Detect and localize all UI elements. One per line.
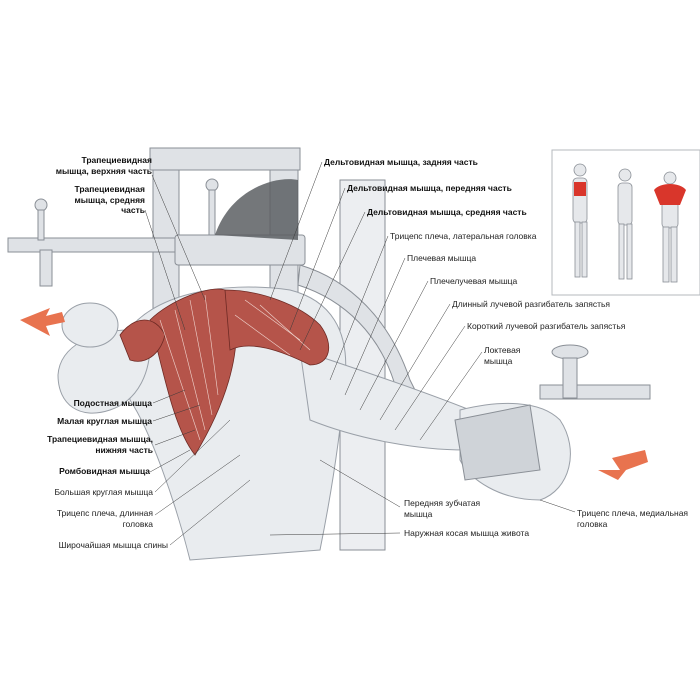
inset-figures [551,149,700,296]
leader-lines [144,161,576,546]
label-triceps-medial: Трицепс плеча, медиальная головка [577,508,689,529]
label-infraspinatus: Подостная мышца [73,398,152,408]
label-delt-rear: Дельтовидная мышца, задняя часть [324,157,478,167]
back-muscles [119,288,329,456]
machine-frame [7,147,651,551]
label-delt-middle: Дельтовидная мышца, средняя часть [367,207,527,217]
label-rhomboid: Ромбовидная мышца [59,466,150,476]
label-trap-upper: Трапециевидная мышца, верхняя часть [55,155,152,176]
label-anconeus: Локтевая мышца [484,345,521,366]
label-external-oblique: Наружная косая мышца живота [404,528,530,538]
label-teres-major: Большая круглая мышца [54,487,153,497]
label-serratus: Передняя зубчатая мышца [404,498,481,519]
label-triceps-lateral: Трицепс плеча, латеральная головка [390,231,537,241]
label-teres-minor: Малая круглая мышца [57,416,152,426]
right-arrow-icon [598,450,648,480]
label-delt-front: Дельтовидная мышца, передняя часть [347,183,512,193]
label-triceps-long: Трицепс плеча, длинная головка [56,508,153,529]
label-trap-lower: Трапециевидная мышца, нижняя часть [47,434,153,455]
label-brachialis: Плечевая мышца [407,253,477,263]
label-brachioradialis: Плечелучевая мышца [430,276,518,286]
label-ecr-longus: Длинный лучевой разгибатель запястья [452,299,611,309]
label-lats: Широчайшая мышца спины [58,540,168,550]
left-arrow-icon [20,308,65,336]
label-trap-middle: Трапециевидная мышца, средняя часть [74,184,145,215]
seat-cushion [215,179,298,240]
muscle-fibers [159,294,311,441]
wrist-wrap [454,404,541,481]
label-ecr-brevis: Короткий лучевой разгибатель запястья [467,321,626,331]
